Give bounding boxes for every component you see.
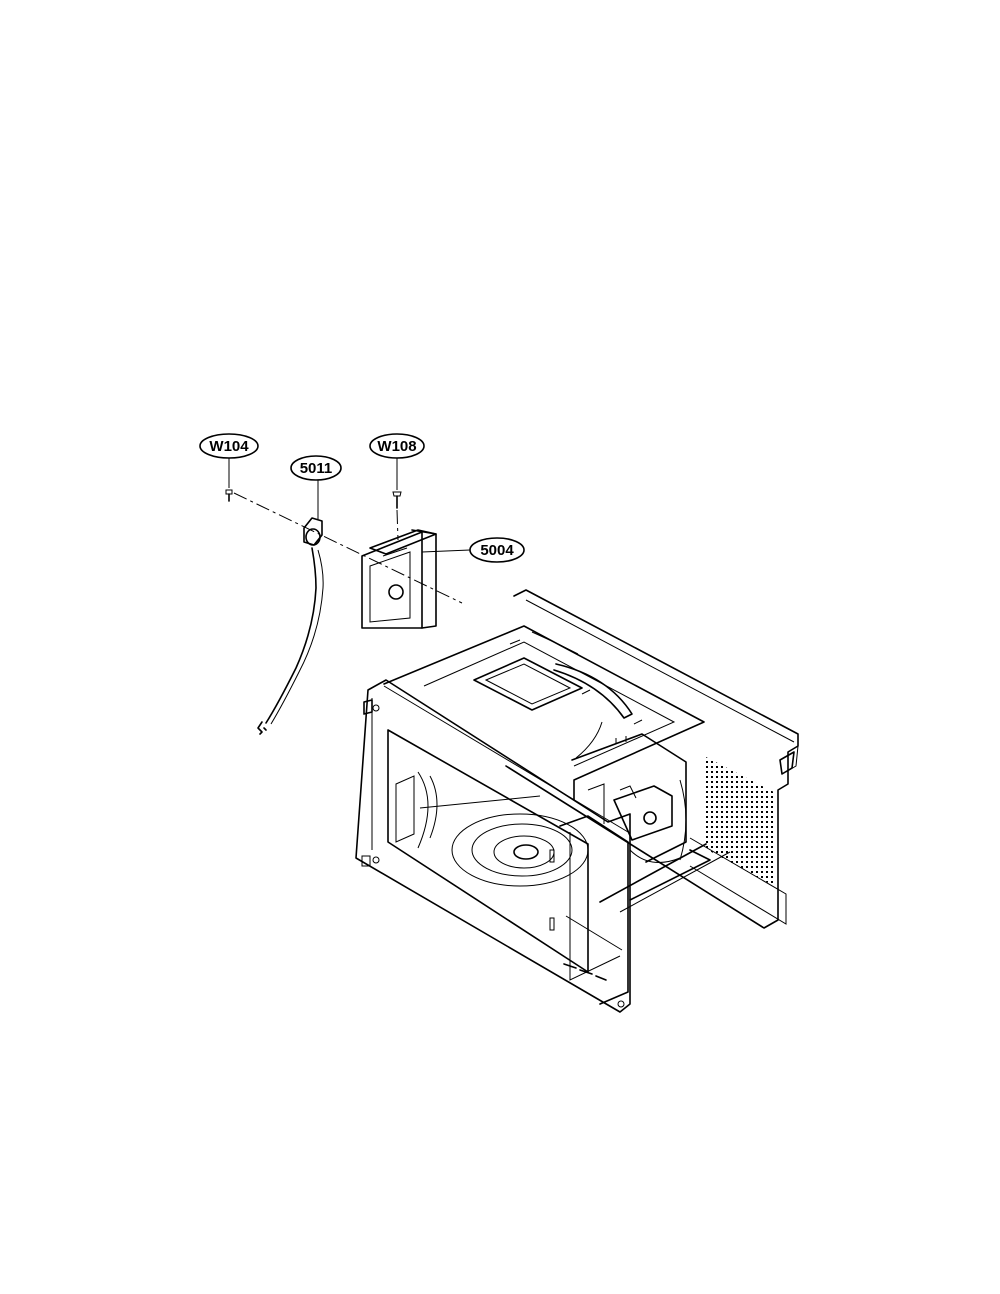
bracket-5004 <box>361 529 437 629</box>
callout-w108: W108 <box>369 433 425 490</box>
screw-w108 <box>392 491 402 541</box>
rear-panel <box>505 589 799 929</box>
turntable-hub <box>513 844 539 860</box>
callout-w104-label: W104 <box>209 438 249 455</box>
callout-w104: W104 <box>199 433 259 488</box>
sensor-5011 <box>257 517 324 735</box>
assembly-axis <box>233 492 463 604</box>
callout-5011: 5011 <box>290 455 342 519</box>
callout-5004: 5004 <box>421 537 525 563</box>
turntable-outer <box>451 813 589 887</box>
side-components <box>571 733 711 901</box>
front-frame <box>355 679 631 1013</box>
screw-w104 <box>225 489 233 502</box>
rear-vent-mesh <box>704 756 774 886</box>
callout-5011-label: 5011 <box>300 460 333 477</box>
microwave-chassis <box>355 589 799 1013</box>
base-plate <box>599 843 731 913</box>
callout-5004-label: 5004 <box>480 542 514 559</box>
cavity-interior <box>395 771 589 887</box>
callout-w108-label: W108 <box>377 438 416 455</box>
cavity-top <box>383 625 705 801</box>
